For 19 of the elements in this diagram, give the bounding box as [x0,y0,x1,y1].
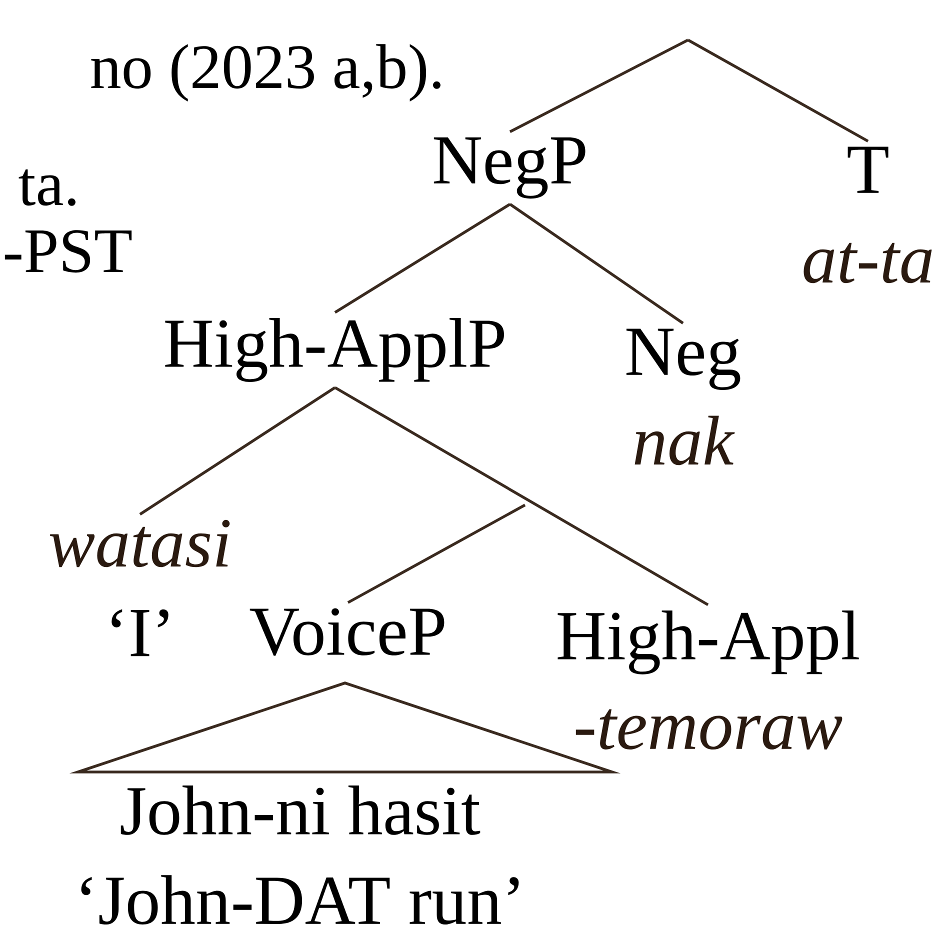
tree-label: High-Appl -temoraw [558,610,859,750]
text-fragment: no (2023 a,b). [91,44,440,102]
text-fragment: ta. [18,169,76,206]
text-fragment: -PST [4,230,132,273]
tree-label: watasi ‘I’ [50,520,230,656]
tree-branch [509,38,689,133]
tree-label: Neg nak [626,328,740,466]
tree-branch [687,38,869,142]
node-label: ‘John-DAT run’ [81,875,519,925]
tree-label: VoiceP [250,608,444,656]
tree-branch [334,203,511,314]
tree-branch [139,386,336,516]
tree-branch [347,504,526,604]
tree-branch [334,386,709,606]
tree-label: T at-ta [804,146,932,284]
node-label: John-ni hasit [120,785,480,835]
tree-label: High-ApplP [165,318,504,382]
tree-label: NegP [434,137,586,199]
tree-branch [509,203,684,324]
